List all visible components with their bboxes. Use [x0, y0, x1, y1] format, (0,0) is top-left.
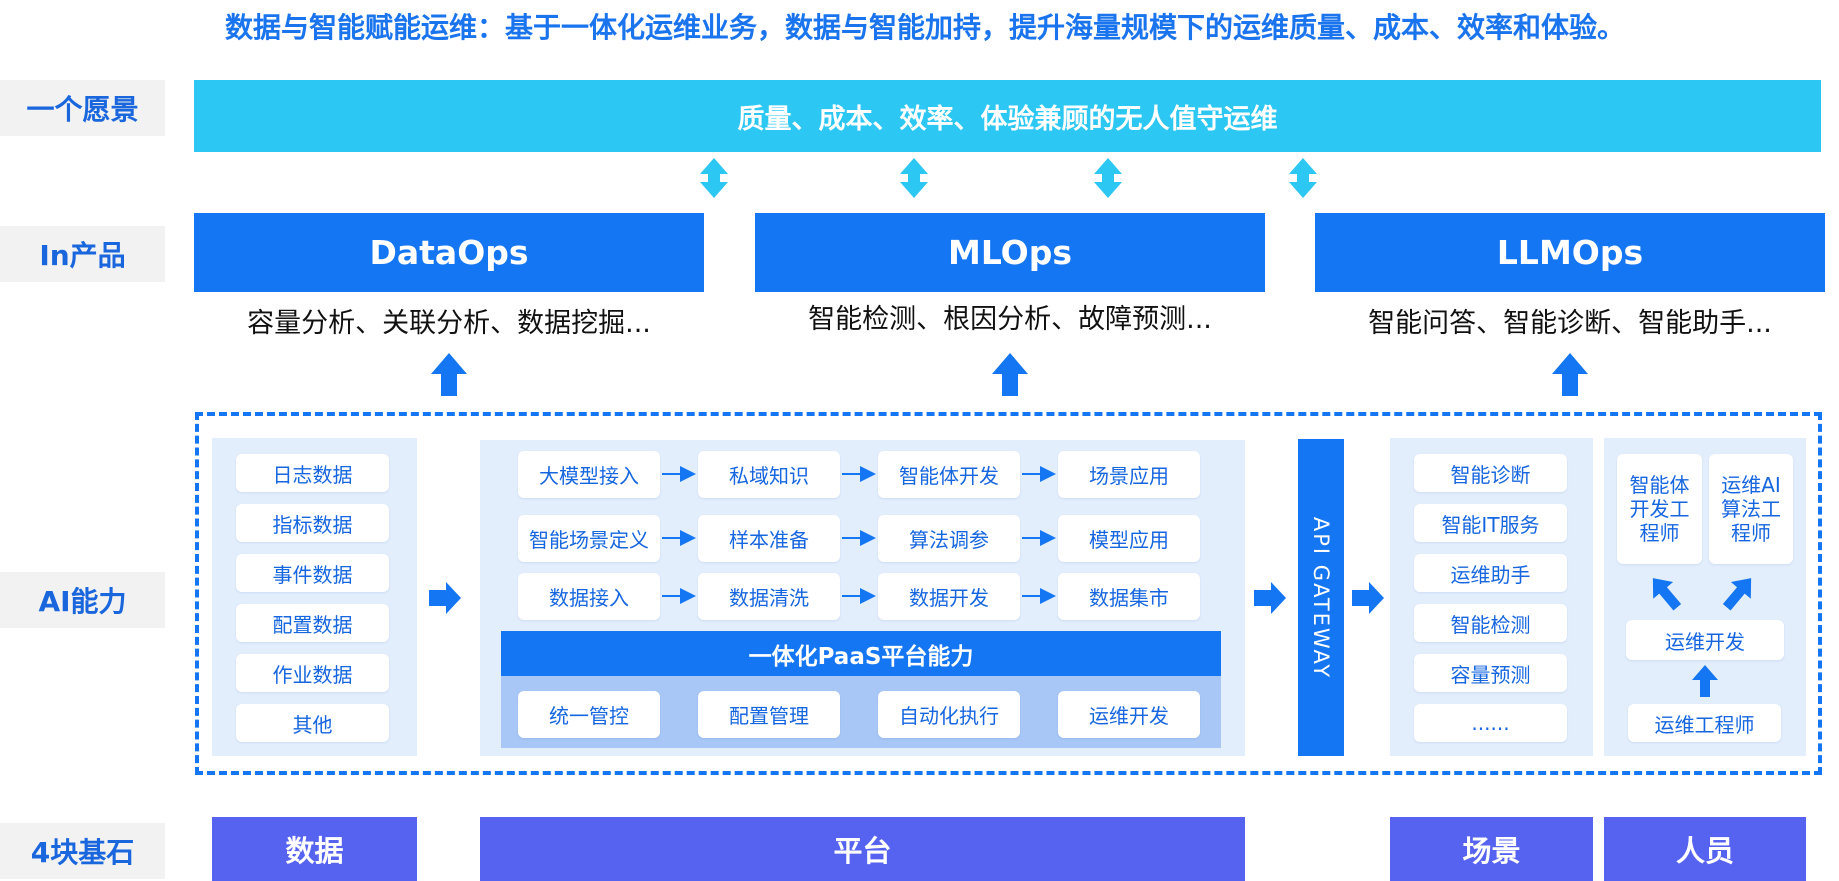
platform-item: 数据清洗 [698, 573, 840, 620]
diagonal-arrow-icon [1652, 578, 1682, 611]
api-gateway-label: API GATEWAY [1309, 516, 1333, 679]
double-arrow-icon [900, 158, 928, 198]
headline: 数据与智能赋能运维：基于一体化运维业务，数据与智能加持，提升海量规模下的运维质量… [225, 11, 1626, 44]
data-source-item: 指标数据 [236, 504, 389, 542]
product-llmops-desc: 智能问答、智能诊断、智能助手... [1368, 307, 1772, 339]
platform-item: 智能体开发 [878, 451, 1020, 498]
people-ai-algo-engineer: 运维AI算法工程师 [1709, 454, 1793, 564]
platform-item: 智能场景定义 [518, 515, 660, 562]
scenario-item: 运维助手 [1414, 554, 1567, 592]
product-llmops: LLMOps [1315, 213, 1825, 292]
row-label-products: In产品 [0, 226, 165, 282]
platform-item: 大模型接入 [518, 451, 660, 498]
scenario-item: 智能诊断 [1414, 454, 1567, 492]
platform-item: 数据开发 [878, 573, 1020, 620]
right-arrow-icon [1254, 582, 1286, 614]
foundation-people: 人员 [1604, 817, 1806, 881]
right-arrow-icon [429, 582, 461, 614]
row-label-ai: AI能力 [0, 572, 165, 628]
platform-item: 样本准备 [698, 515, 840, 562]
up-arrow-icon [431, 353, 467, 396]
up-arrow-icon [1692, 665, 1718, 697]
paas-item: 运维开发 [1058, 691, 1200, 738]
product-dataops-desc: 容量分析、关联分析、数据挖掘... [247, 307, 651, 339]
data-source-item: 事件数据 [236, 554, 389, 592]
product-dataops: DataOps [194, 213, 704, 292]
paas-item: 统一管控 [518, 691, 660, 738]
foundation-scenario: 场景 [1390, 817, 1593, 881]
ai-capability-frame [195, 412, 1822, 775]
double-arrow-icon [1094, 158, 1122, 198]
row-label-foundations: 4块基石 [0, 823, 165, 879]
double-arrow-icon [1289, 158, 1317, 198]
double-arrow-icon [700, 158, 728, 198]
foundation-data: 数据 [212, 817, 417, 881]
scenario-item: 智能检测 [1414, 604, 1567, 642]
people-ops-engineer: 运维工程师 [1628, 704, 1781, 742]
platform-item: 算法调参 [878, 515, 1020, 562]
platform-item: 数据接入 [518, 573, 660, 620]
scenario-item: 智能IT服务 [1414, 504, 1567, 542]
up-arrow-icon [1552, 353, 1588, 396]
platform-item: 数据集市 [1058, 573, 1200, 620]
scenario-item: 容量预测 [1414, 654, 1567, 692]
platform-item: 私域知识 [698, 451, 840, 498]
platform-item: 场景应用 [1058, 451, 1200, 498]
paas-item: 自动化执行 [878, 691, 1020, 738]
product-mlops: MLOps [755, 213, 1265, 292]
right-arrow-icon [1352, 582, 1384, 614]
paas-item: 配置管理 [698, 691, 840, 738]
data-source-item: 作业数据 [236, 654, 389, 692]
vision-bar: 质量、成本、效率、体验兼顾的无人值守运维 [194, 80, 1821, 152]
people-ops-developer: 运维开发 [1626, 620, 1784, 660]
data-source-item: 其他 [236, 704, 389, 742]
scenario-item: ...... [1414, 704, 1567, 742]
up-arrow-icon [992, 353, 1028, 396]
row-label-vision: 一个愿景 [0, 80, 165, 136]
people-ai-algo-label: 运维AI算法工程师 [1721, 473, 1781, 545]
diagonal-arrow-icon [1722, 578, 1752, 611]
data-source-item: 配置数据 [236, 604, 389, 642]
foundation-platform: 平台 [480, 817, 1245, 881]
data-source-item: 日志数据 [236, 454, 389, 492]
api-gateway: API GATEWAY [1298, 439, 1344, 756]
product-mlops-desc: 智能检测、根因分析、故障预测... [808, 303, 1212, 335]
platform-item: 模型应用 [1058, 515, 1200, 562]
people-agent-dev-label: 智能体开发工程师 [1629, 473, 1690, 545]
people-agent-dev-engineer: 智能体开发工程师 [1617, 454, 1702, 564]
paas-title: 一体化PaaS平台能力 [501, 631, 1221, 676]
